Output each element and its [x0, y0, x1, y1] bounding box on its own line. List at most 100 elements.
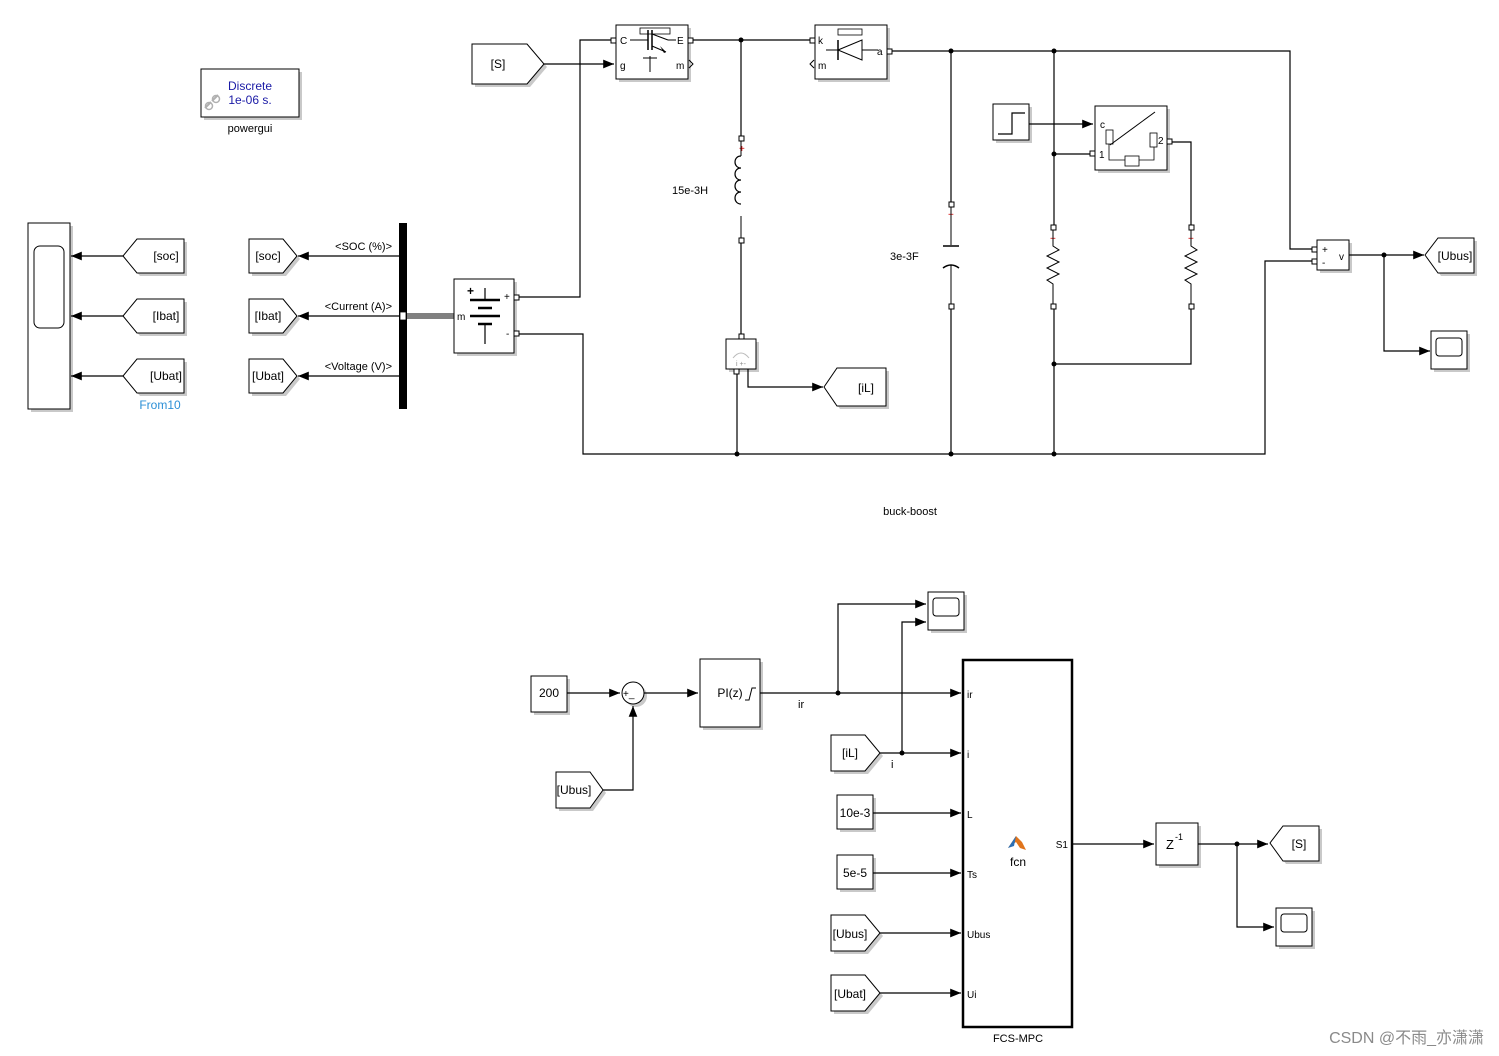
igbt-block[interactable]: C E g m: [610, 24, 694, 82]
scope-S-block[interactable]: [1275, 907, 1315, 949]
bus-signal-wires: [298, 251, 455, 381]
pi-controller-block[interactable]: PI(z): [699, 658, 763, 730]
from-Ubat-block[interactable]: [Ubat]: [830, 974, 883, 1014]
mpc-input-Ui: Ui: [967, 990, 976, 1001]
goto-ubat-block[interactable]: [Ubat]: [248, 358, 300, 396]
battery-port-minus: -: [506, 329, 509, 340]
from-Ubus2-label: [Ubus]: [833, 927, 868, 941]
igbt-symbol-icon: [630, 27, 676, 72]
mpc-input-Ts: Ts: [967, 870, 977, 881]
goto-soc-label: [soc]: [255, 249, 280, 263]
goto-S-label: [S]: [1292, 837, 1307, 851]
signal-voltage-label: <Voltage (V)>: [325, 361, 392, 373]
inductor-value: 15e-3H: [672, 185, 708, 197]
from-iL-ctrl-label: [iL]: [842, 746, 858, 760]
diode-block[interactable]: k a m: [809, 24, 893, 82]
fcs-mpc-block[interactable]: ir i L Ts Ubus Ui S1 fcn: [961, 658, 1074, 1029]
const-Ts-block[interactable]: 5e-5: [836, 854, 876, 892]
svg-text:+: +: [467, 284, 474, 298]
signal-i-label: i: [891, 759, 893, 771]
current-measurement-block[interactable]: i +-: [725, 333, 759, 375]
igbt-port-E: E: [677, 36, 684, 47]
from-ibat-block[interactable]: [Ibat]: [122, 298, 187, 336]
circuit-name-label: buck-boost: [883, 506, 937, 518]
pi-controller-label: PI(z): [717, 686, 742, 700]
goto-soc-block[interactable]: [soc]: [248, 238, 300, 276]
from-S-block[interactable]: [S]: [471, 43, 547, 87]
resistor-2-block[interactable]: +: [1183, 224, 1199, 310]
diode-symbol-icon: [826, 28, 878, 61]
resistor-1-block[interactable]: +: [1045, 224, 1061, 310]
goto-S-block[interactable]: [S]: [1269, 825, 1322, 864]
unit-delay-block[interactable]: Z -1: [1155, 822, 1201, 868]
vmeas-port-plus: +: [1322, 245, 1328, 256]
from-soc-label: [soc]: [153, 249, 178, 263]
vmeas-port-v: v: [1339, 252, 1344, 263]
scope-ubus-block[interactable]: [1430, 330, 1470, 372]
goto-ibat-block[interactable]: [Ibat]: [248, 298, 300, 336]
const-L-block[interactable]: 10e-3: [836, 794, 876, 832]
step-block[interactable]: [992, 103, 1032, 143]
from-ubat-block[interactable]: [Ubat]: [122, 358, 187, 396]
inductor-block[interactable]: +: [734, 135, 745, 244]
diode-port-a: a: [877, 47, 883, 58]
goto-iL-label: [iL]: [858, 381, 874, 395]
battery-block[interactable]: + m + -: [453, 278, 520, 356]
scope-left-wires: [71, 251, 123, 381]
igbt-port-g: g: [620, 61, 626, 72]
unit-delay-base: Z: [1166, 837, 1174, 852]
battery-port-m: m: [457, 312, 465, 323]
from-iL-ctrl-block[interactable]: [iL]: [830, 734, 883, 774]
igbt-port-C: C: [620, 36, 627, 47]
controller-wires: [567, 599, 1274, 998]
capacitor-block[interactable]: +: [942, 201, 960, 310]
const-Ts-value: 5e-5: [843, 866, 867, 880]
signal-ir-label: ir: [798, 699, 804, 711]
svg-text:i +-: i +-: [736, 361, 747, 368]
scope-ir-block[interactable]: [927, 591, 967, 633]
mpc-block-name: FCS-MPC: [993, 1033, 1043, 1045]
from-Ubus-ctrl-block[interactable]: [Ubus]: [555, 771, 606, 811]
from-Ubus-ctrl-label: [Ubus]: [557, 783, 592, 797]
sum-block[interactable]: +_: [621, 681, 647, 707]
goto-iL-block[interactable]: [iL]: [823, 367, 889, 409]
matlab-logo-icon: [1008, 836, 1026, 850]
breaker-port-1: 1: [1099, 150, 1105, 161]
capacitor-value: 3e-3F: [890, 251, 919, 263]
mpc-input-i: i: [967, 750, 969, 761]
const-200-value: 200: [539, 686, 559, 700]
goto-ibat-label: [Ibat]: [255, 309, 282, 323]
breaker-port-2: 2: [1158, 136, 1164, 147]
powergui-sample-time: 1e-06 s.: [228, 93, 271, 107]
mpc-input-L: L: [967, 810, 973, 821]
powergui-solver-type: Discrete: [228, 79, 272, 93]
const-L-value: 10e-3: [840, 806, 871, 820]
vmeas-port-minus: -: [1322, 258, 1325, 269]
scope-left-block[interactable]: [27, 222, 73, 412]
goto-Ubus-block[interactable]: [Ubus]: [1424, 237, 1477, 276]
from-ubat-label: [Ubat]: [150, 369, 182, 383]
powergui-name: powergui: [228, 123, 273, 135]
breaker-block[interactable]: c 1 2: [1089, 105, 1173, 173]
diode-port-m: m: [818, 61, 826, 72]
mpc-fcn-label: fcn: [1010, 855, 1026, 869]
from-S-label: [S]: [491, 57, 506, 71]
svg-text:+: +: [739, 144, 745, 155]
powergui-block[interactable]: Discrete 1e-06 s. powergui: [200, 68, 302, 135]
mpc-output-S1: S1: [1056, 840, 1069, 851]
from-Ubus2-block[interactable]: [Ubus]: [830, 914, 883, 954]
from-Ubat-label: [Ubat]: [834, 987, 866, 1001]
voltage-measurement-block[interactable]: + - v: [1311, 239, 1352, 273]
goto-Ubus-label: [Ubus]: [1438, 249, 1473, 263]
igbt-port-m: m: [676, 61, 684, 72]
from-soc-block[interactable]: [soc]: [122, 238, 187, 276]
sum-signs: +_: [623, 689, 635, 700]
const-200-block[interactable]: 200: [530, 675, 570, 715]
breaker-switch-icon: [1105, 111, 1158, 167]
mpc-input-Ubus: Ubus: [967, 930, 990, 941]
breaker-port-c: c: [1100, 120, 1105, 131]
power-circuit-wires: [519, 37, 1430, 457]
battery-icon: +: [467, 284, 500, 344]
from10-name: From10: [139, 398, 181, 412]
